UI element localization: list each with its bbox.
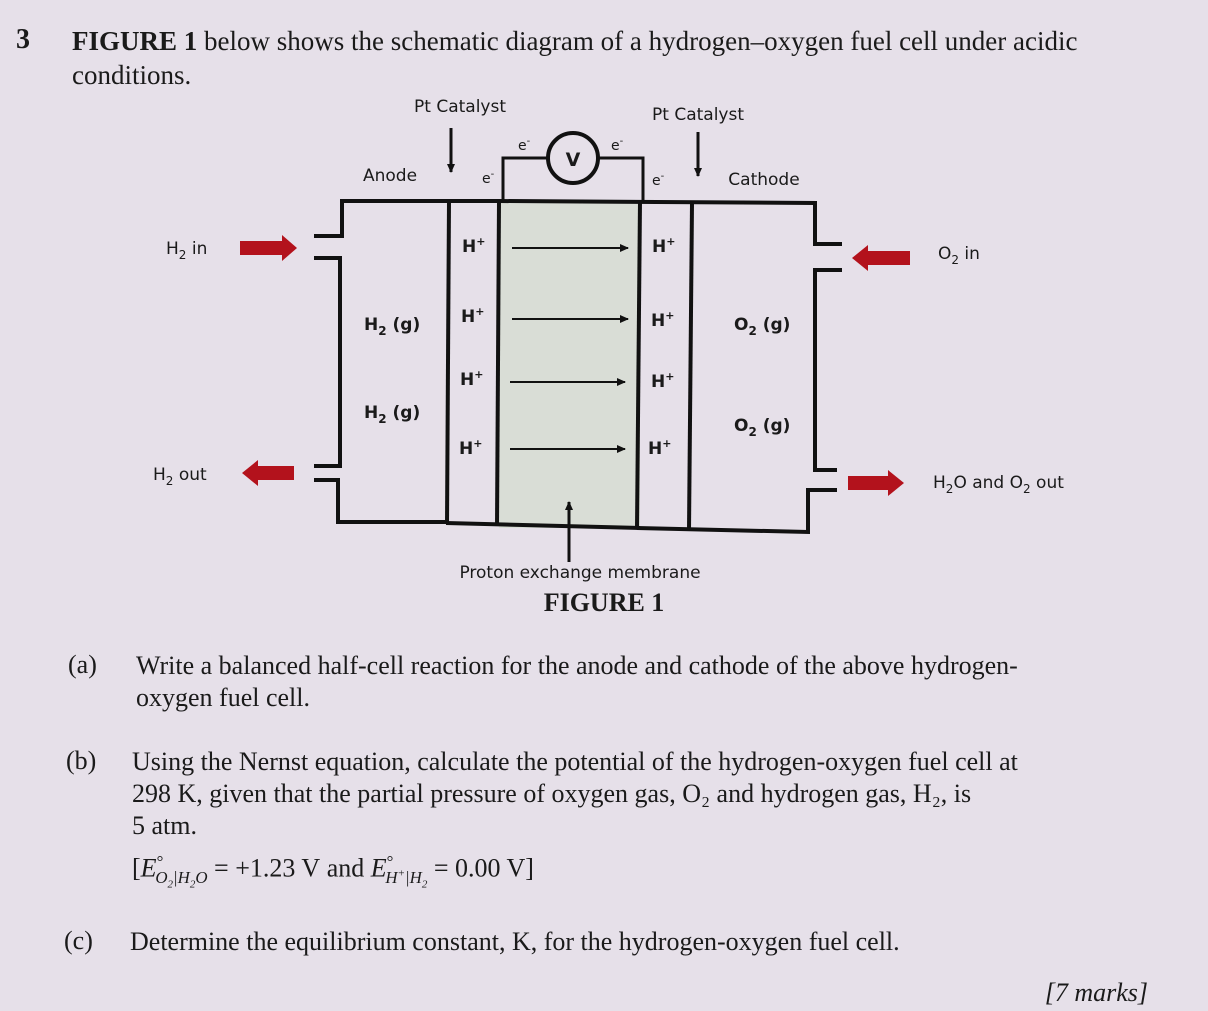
h2-gas-label: H2 (g) [364, 403, 420, 426]
part-b-line: Using the Nernst equation, calculate the… [132, 747, 1018, 776]
electron-label: e- [652, 171, 665, 189]
part-c-label: (c) [64, 926, 93, 955]
proton-label: H+ [652, 235, 675, 257]
part-a-label: (a) [68, 650, 97, 679]
h2-in-arrow-icon [240, 235, 297, 261]
h2o-o2-out-arrow-icon [848, 470, 904, 496]
proton-label: H+ [459, 437, 482, 459]
proton-label: H+ [461, 305, 484, 327]
h2o-o2-out-label: H2O and O2 out [933, 473, 1064, 496]
part-a-line: Write a balanced half-cell reaction for … [136, 651, 1018, 680]
membrane-right-line [635, 200, 642, 529]
intro-text: below shows the schematic diagram of a h… [72, 26, 1078, 90]
voltmeter-icon: V [566, 149, 581, 171]
cathode-electrode-line [687, 202, 694, 531]
cathode-label: Cathode [728, 170, 799, 190]
anode-label: Anode [363, 166, 417, 186]
part-b-line: 5 atm. [132, 811, 197, 840]
red-flow-arrows [240, 235, 910, 496]
figure-caption: FIGURE 1 [543, 588, 665, 617]
o2-gas-label: O2 (g) [734, 315, 790, 338]
intro-figure-ref: FIGURE 1 [72, 26, 198, 56]
part-a-line: oxygen fuel cell. [136, 683, 310, 712]
proton-label: H+ [648, 437, 671, 459]
o2-in-arrow-icon [852, 245, 910, 271]
part-b-line: 298 K, given that the partial pressure o… [132, 779, 972, 808]
fuel-cell-diagram: V Pt Catalyst Pt Catalyst Anode Cathode … [153, 97, 1064, 583]
h2-out-arrow-icon [242, 460, 294, 486]
question-intro: FIGURE 1 below shows the schematic diagr… [72, 24, 1192, 92]
e-o2-value: = +1.23 V [214, 853, 321, 883]
membrane-left-line [495, 200, 501, 527]
cathode-housing [498, 199, 842, 535]
proton-label: H+ [460, 368, 483, 390]
part-b-text: Using the Nernst equation, calculate the… [132, 746, 1172, 842]
h2-gas-label: H2 (g) [364, 315, 420, 338]
standard-potentials-equation: [E°O2|H2O = +1.23 V and E°H+|H2 = 0.00 V… [132, 852, 534, 891]
h2-in-label: H2 in [166, 239, 207, 262]
marks-label: [7 marks] [1044, 978, 1148, 1007]
h2-out-label: H2 out [153, 465, 207, 488]
question-number: 3 [16, 24, 30, 55]
part-b-label: (b) [66, 746, 97, 775]
electron-label: e- [611, 136, 624, 154]
part-c-line: Determine the equilibrium constant, K, f… [130, 927, 900, 956]
proton-label: H+ [651, 309, 674, 331]
pt-catalyst-left-label: Pt Catalyst [414, 97, 506, 117]
external-circuit [501, 131, 645, 201]
proton-label: H+ [651, 370, 674, 392]
proton-label: H+ [462, 235, 485, 257]
anode-electrode-line [445, 200, 451, 525]
membrane-region [499, 201, 640, 528]
anode-housing [314, 199, 499, 524]
proton-flow-arrows [510, 244, 629, 453]
e-h2-value: = 0.00 V] [433, 853, 534, 883]
o2-gas-label: O2 (g) [734, 416, 790, 439]
pt-catalyst-right-label: Pt Catalyst [652, 105, 744, 125]
part-c-text: Determine the equilibrium constant, K, f… [130, 926, 1170, 958]
o2-in-label: O2 in [938, 244, 980, 267]
membrane-label: Proton exchange membrane [459, 563, 700, 583]
part-a-text: Write a balanced half-cell reaction for … [136, 650, 1176, 714]
electron-label: e- [482, 169, 495, 187]
and-text: and [326, 853, 365, 883]
electron-label: e- [518, 136, 531, 154]
